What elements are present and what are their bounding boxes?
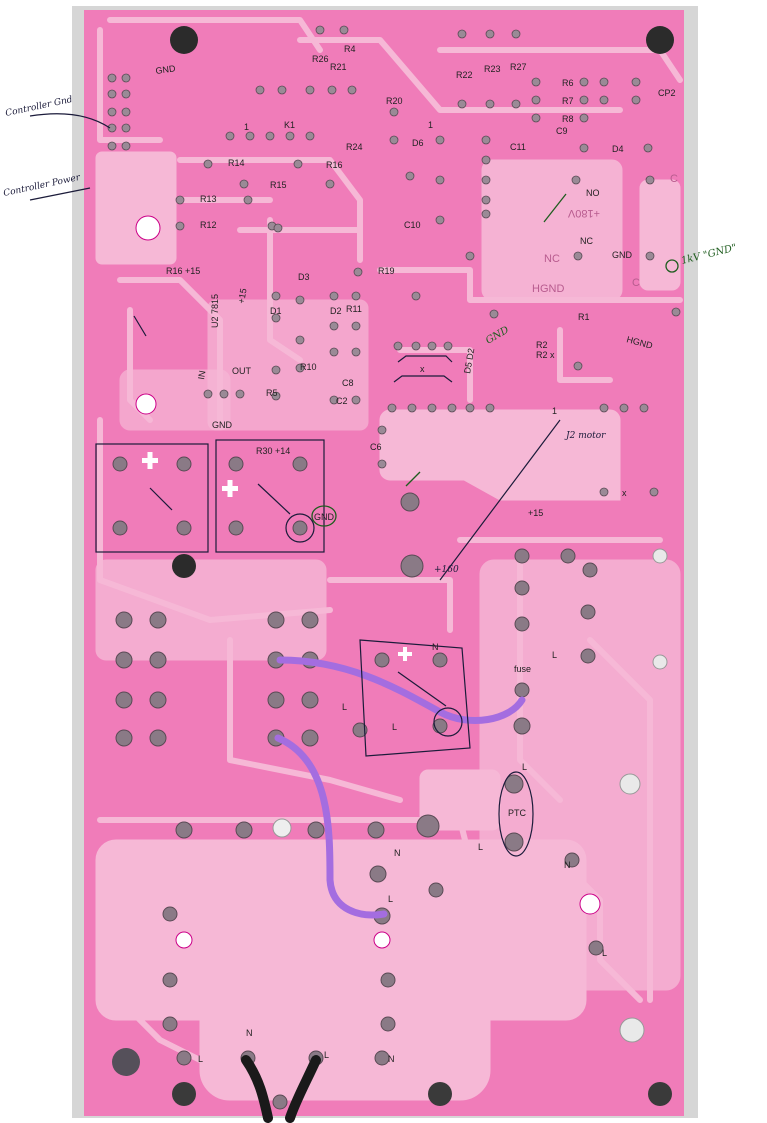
refdes-c9: C9 — [556, 126, 568, 136]
copper-areas — [95, 151, 681, 1101]
purple-wire-1 — [276, 656, 526, 724]
annotation-n-4: N — [246, 1028, 253, 1038]
annotation-x-right: x — [622, 488, 627, 498]
refdes-k1: K1 — [284, 120, 295, 130]
silkscreen-c-2: C — [632, 277, 640, 289]
component-vias — [107, 25, 681, 497]
refdes-r4: R4 — [344, 44, 356, 54]
black-wire-n — [241, 1055, 273, 1123]
annotation-gnd-mid: GND — [212, 420, 233, 430]
annotation-plus15: +15 — [236, 288, 249, 305]
refdes-r14: R14 — [228, 158, 245, 168]
refdes-r26: R26 — [312, 54, 329, 64]
refdes-r16: R16 — [326, 160, 343, 170]
annotation-u2-7815: U2 7815 — [210, 294, 220, 328]
refdes-r19: R19 — [378, 266, 395, 276]
annotation-out: OUT — [232, 366, 252, 376]
refdes-c2: C2 — [336, 396, 348, 406]
annotation-fuse: fuse — [514, 664, 531, 674]
hand-outlines — [29, 113, 561, 857]
annotation-gnd-circle: GND — [314, 512, 335, 522]
refdes-r10: R10 — [300, 362, 317, 372]
annotation-x: x — [420, 364, 425, 374]
refdes-c8: C8 — [342, 378, 354, 388]
annotation-j2-motor: J2 motor — [564, 431, 606, 441]
annotation-gnd-relay: GND — [612, 250, 633, 260]
refdes-d3: D3 — [298, 272, 310, 282]
silkscreen-hgnd: HGND — [532, 283, 564, 295]
annotation-one-left: 1 — [244, 122, 249, 132]
silkscreen-plus180: +180V — [567, 207, 600, 219]
annotation-controller-power: Controller Power — [3, 173, 82, 199]
annotation-l-8: L — [324, 1050, 329, 1060]
annotation-l-9: L — [198, 1054, 203, 1064]
annotation-nc: NC — [580, 236, 593, 246]
refdes-c6: C6 — [370, 442, 382, 452]
annotation-l-3: L — [552, 650, 557, 660]
annotation-l-1: L — [392, 722, 397, 732]
annotation-r2-x: R2 x — [536, 350, 555, 360]
annotation-gnd-top: GND — [155, 63, 177, 76]
refdes-d4: D4 — [612, 144, 624, 154]
refdes-r15: R15 — [270, 180, 287, 190]
refdes-r24: R24 — [346, 142, 363, 152]
refdes-c10: C10 — [404, 220, 421, 230]
silkscreen-nc: NC — [544, 253, 560, 265]
refdes-r12: R12 — [200, 220, 217, 230]
refdes-r8: R8 — [562, 114, 574, 124]
silkscreen-c: C — [670, 173, 678, 185]
refdes-r7: R7 — [562, 96, 574, 106]
refdes-r22: R22 — [456, 70, 473, 80]
annotation-l-5: L — [478, 842, 483, 852]
annotation-l-6: L — [388, 894, 393, 904]
annotation-l-7: L — [602, 948, 607, 958]
refdes-r6: R6 — [562, 78, 574, 88]
annotation-one: 1 — [428, 120, 433, 130]
refdes-c11: C11 — [510, 142, 526, 152]
refdes-r5: R5 — [266, 388, 278, 398]
annotation-n-3: N — [564, 860, 571, 870]
annotation-ptc: PTC — [508, 808, 527, 818]
annotation-r16-plus15: R16 +15 — [166, 266, 200, 276]
annotation-n-1: N — [432, 642, 439, 652]
annotation-no: NO — [586, 188, 600, 198]
solder-pads — [112, 456, 604, 1110]
refdes-r2: R2 — [536, 340, 548, 350]
refdes-d2: D2 — [330, 306, 342, 316]
plus-marks — [142, 452, 412, 661]
refdes-d1: D1 — [270, 306, 282, 316]
annotation-l-4: L — [522, 762, 527, 772]
annotation-plus15-right: +15 — [528, 508, 543, 518]
green-marks — [311, 193, 679, 527]
annotation-one-j2: 1 — [552, 406, 557, 416]
refdes-d6: D6 — [412, 138, 424, 148]
purple-wire-2 — [274, 734, 388, 919]
annotation-r30: R30 +14 — [256, 446, 290, 456]
refdes-r21: R21 — [330, 62, 347, 72]
annotation-d5-d2: D5 D2 — [462, 347, 476, 374]
annotation-l-2: L — [342, 702, 347, 712]
black-wire-l — [285, 1055, 321, 1123]
refdes-r20: R20 — [386, 96, 403, 106]
refdes-cp2: CP2 — [658, 88, 676, 98]
mounting-holes — [112, 26, 674, 1106]
refdes-r23: R23 — [484, 64, 501, 74]
refdes-labels: R1 R2 R4 R5 R6 R7 R8 R10 R11 R12 R13 R14… — [200, 44, 676, 452]
annotation-n-5: N — [388, 1054, 395, 1064]
annotation-plus160: +160 — [434, 565, 459, 575]
annotation-n-2: N — [394, 848, 401, 858]
refdes-r13: R13 — [200, 194, 217, 204]
annotation-in: IN — [196, 370, 207, 381]
refdes-r11: R11 — [346, 304, 362, 314]
refdes-r27: R27 — [510, 62, 527, 72]
refdes-r1: R1 — [578, 312, 590, 322]
